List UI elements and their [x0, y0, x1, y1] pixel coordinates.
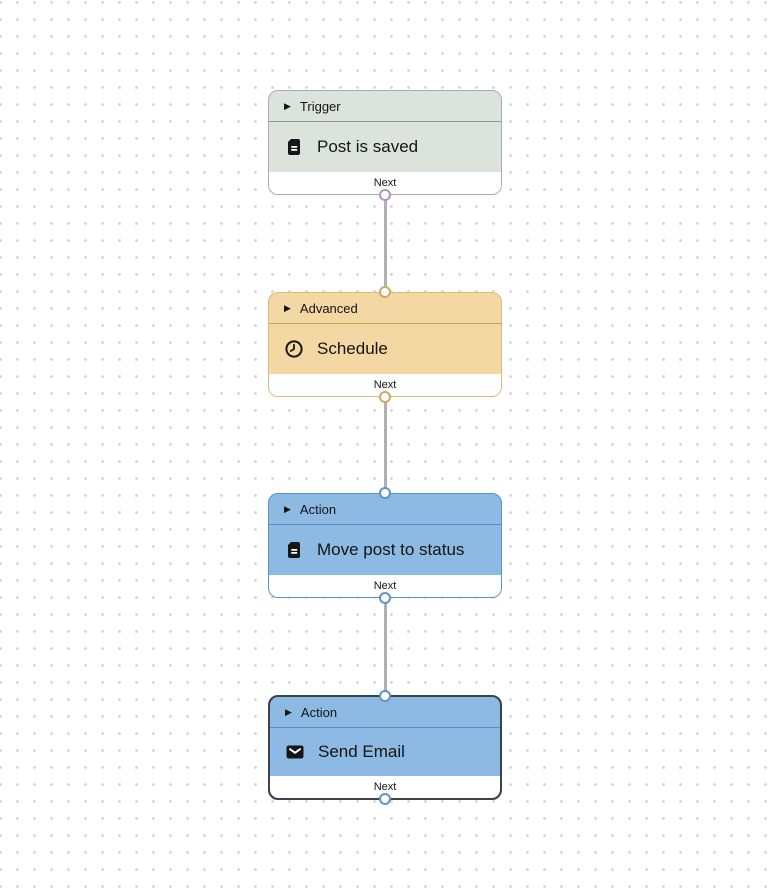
node-footer: Next — [270, 776, 500, 798]
connector-line — [384, 397, 387, 493]
envelope-icon — [285, 742, 305, 762]
clock-icon — [284, 339, 304, 359]
node-body: Post is saved — [269, 122, 501, 172]
expand-triangle-icon[interactable]: ▶ — [284, 100, 291, 111]
connector-line — [384, 195, 387, 292]
connector-line — [384, 598, 387, 695]
node-header[interactable]: ▶ Action — [270, 697, 500, 728]
action-node[interactable]: ▶ Action Send Email Next — [268, 690, 502, 805]
node-footer: Next — [269, 374, 501, 396]
expand-triangle-icon[interactable]: ▶ — [285, 706, 292, 717]
node-category-label: Advanced — [299, 300, 358, 316]
node-title: Move post to status — [317, 540, 465, 559]
node-footer: Next — [269, 172, 501, 194]
output-handle[interactable] — [379, 391, 391, 403]
node-header[interactable]: ▶ Trigger — [269, 91, 501, 122]
node-title: Schedule — [317, 339, 388, 358]
node-title: Send Email — [318, 742, 405, 761]
next-port-label: Next — [373, 580, 397, 592]
advanced-node[interactable]: ▶ Advanced Schedule Next — [268, 286, 502, 403]
document-icon — [284, 137, 304, 157]
node-category-label: Action — [299, 501, 337, 517]
node-category-label: Action — [300, 704, 338, 720]
input-handle[interactable] — [379, 690, 391, 702]
next-port-label: Next — [373, 781, 397, 793]
output-handle[interactable] — [379, 592, 391, 604]
next-port-label: Next — [373, 177, 397, 189]
action-node[interactable]: ▶ Action Move post to status Next — [268, 487, 502, 604]
expand-triangle-icon[interactable]: ▶ — [284, 302, 291, 313]
next-port-label: Next — [373, 379, 397, 391]
expand-triangle-icon[interactable]: ▶ — [284, 503, 291, 514]
input-handle[interactable] — [379, 487, 391, 499]
document-icon — [284, 540, 304, 560]
input-handle[interactable] — [379, 286, 391, 298]
node-header[interactable]: ▶ Advanced — [269, 293, 501, 324]
output-handle[interactable] — [379, 793, 391, 805]
output-handle[interactable] — [379, 189, 391, 201]
node-body: Move post to status — [269, 525, 501, 575]
node-title: Post is saved — [317, 137, 419, 156]
node-body: Schedule — [269, 324, 501, 374]
node-footer: Next — [269, 575, 501, 597]
node-body: Send Email — [270, 728, 500, 776]
trigger-node[interactable]: ▶ Trigger Post is saved Next — [268, 90, 502, 201]
node-category-label: Trigger — [299, 98, 341, 114]
node-header[interactable]: ▶ Action — [269, 494, 501, 525]
